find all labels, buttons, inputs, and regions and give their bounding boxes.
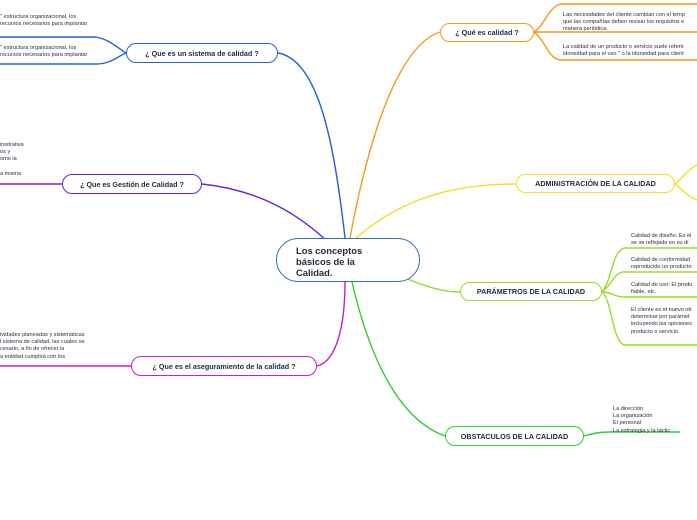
central-topic-title: Los conceptos básicos de la Calidad.	[296, 245, 363, 278]
note-que-es-1: Las necesidades del cliente cambian con …	[563, 12, 685, 33]
central-topic[interactable]: Los conceptos básicos de la Calidad.	[276, 238, 420, 282]
note-aseguramiento: ividades planeadas y sistemáticas l sist…	[0, 332, 85, 360]
note-parametros-3: Calidad de uso: El produ fiable, etc.	[631, 282, 693, 296]
topic-gestion-de-calidad[interactable]: ¿ Que es Gestión de Calidad ?	[62, 174, 202, 194]
topic-que-es-calidad-label: ¿ Qué es calidad ?	[455, 28, 519, 37]
note-parametros-2: Calidad de conformidad reproducido un pr…	[631, 257, 692, 271]
topic-parametros-label: PARÁMETROS DE LA CALIDAD	[476, 287, 586, 296]
topic-obstaculos-label: OBSTACULOS DE LA CALIDAD	[460, 431, 569, 441]
note-sistema-1: " estructura organizacional, los recurso…	[0, 14, 88, 28]
topic-administracion-de-la-calidad[interactable]: ADMINISTRACIÓN DE LA CALIDAD	[516, 174, 675, 193]
note-sistema-2: " estructura organizacional, los recurso…	[0, 45, 88, 59]
topic-gestion-de-calidad-label: ¿ Que es Gestión de Calidad ?	[80, 179, 184, 189]
note-obstaculos: La dirección La organización El personal…	[613, 406, 671, 434]
topic-administracion-label: ADMINISTRACIÓN DE LA CALIDAD	[535, 179, 656, 188]
note-que-es-2: La calidad de un producto o servicio sue…	[563, 44, 684, 58]
topic-sistema-de-calidad[interactable]: ¿ Que es un sistema de calidad ?	[126, 43, 278, 63]
note-parametros-1: Calidad de diseño: Es el se ve reflejado…	[631, 233, 692, 247]
topic-obstaculos-de-la-calidad[interactable]: OBSTACULOS DE LA CALIDAD	[445, 426, 584, 446]
topic-que-es-calidad[interactable]: ¿ Qué es calidad ?	[440, 23, 534, 42]
topic-aseguramiento-label: ¿ Que es el aseguramiento de la calidad …	[152, 361, 296, 371]
topic-aseguramiento-de-calidad[interactable]: ¿ Que es el aseguramiento de la calidad …	[131, 356, 317, 376]
note-parametros-4: El cliente es el nuevo ob determinar por…	[631, 307, 692, 335]
note-gestion: inistrativa os y omo la a misma	[0, 142, 24, 177]
topic-sistema-de-calidad-label: ¿ Que es un sistema de calidad ?	[145, 48, 259, 58]
topic-parametros-de-la-calidad[interactable]: PARÁMETROS DE LA CALIDAD	[460, 282, 602, 301]
